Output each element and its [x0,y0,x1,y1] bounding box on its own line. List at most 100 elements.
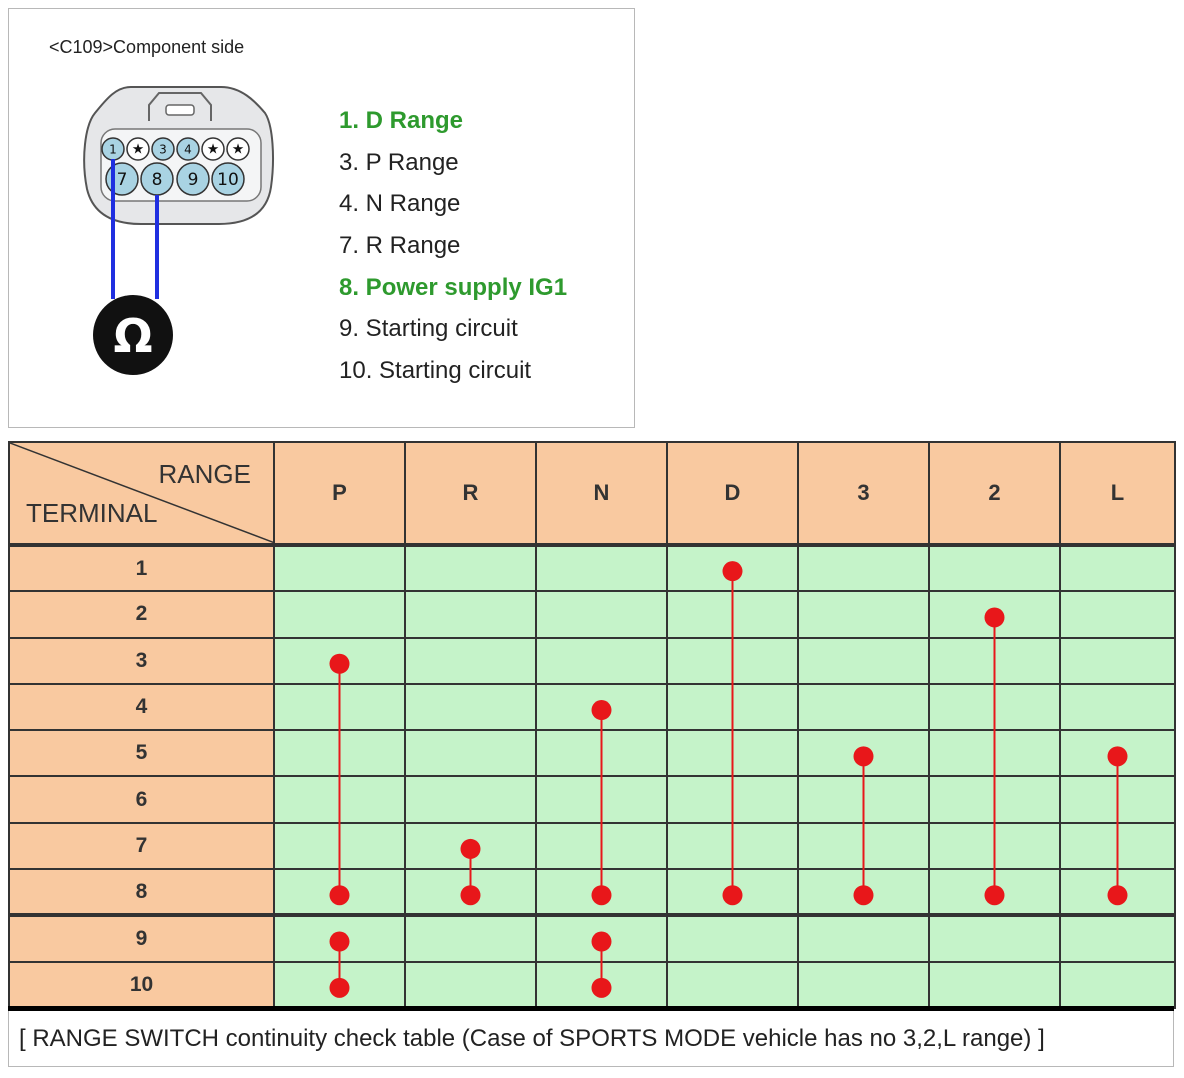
connector-pin-label: 3 [159,143,167,157]
connector-pin-top [176,137,200,161]
continuity-cell [797,775,930,824]
continuity-cell [273,821,406,871]
continuity-cell [928,914,1061,963]
range-header: N [535,441,668,547]
continuity-cell [535,590,668,639]
connector-pin-label: ★ [232,142,245,158]
terminal-row: 9 [8,914,1176,963]
table-caption: [ RANGE SWITCH continuity check table (C… [8,1011,1174,1067]
connector-pin-label: ★ [132,142,145,158]
continuity-cell [666,914,799,963]
continuity-cell [273,682,406,732]
pin-legend-item: 9. Starting circuit [339,315,518,343]
continuity-cell [404,682,537,732]
continuity-cell [273,729,406,778]
continuity-cell [273,543,406,593]
connector-pin-top [201,137,225,161]
range-header: D [666,441,799,547]
continuity-cell [928,590,1061,639]
continuity-cell [404,775,537,824]
connector-pin-label: 10 [217,170,239,190]
continuity-cell [928,729,1061,778]
connector-pin-label: ★ [207,142,220,158]
connector-pin-label: 7 [117,170,128,190]
terminal-label: 2 [8,590,275,639]
continuity-cell [535,868,668,918]
continuity-cell [404,960,537,1010]
continuity-cell [404,729,537,778]
range-header: 2 [928,441,1061,547]
range-header: 3 [797,441,930,547]
continuity-cell [404,821,537,871]
continuity-cell [928,868,1061,918]
connector-pin-top [151,137,175,161]
ohm-symbol: Ω [113,309,152,363]
continuity-cell [797,590,930,639]
continuity-cell [1059,729,1176,778]
continuity-cell [797,960,930,1010]
range-axis-label: RANGE [158,459,251,489]
continuity-cell [928,543,1061,593]
connector-latch [148,92,212,121]
pin-legend-item: 7. R Range [339,232,461,260]
terminal-label: 3 [8,636,275,685]
range-header: P [273,441,406,547]
continuity-cell [797,682,930,732]
continuity-cell [535,543,668,593]
connector-pin-label: 8 [152,170,163,190]
continuity-cell [535,914,668,963]
connector-pin-label: 4 [184,143,192,157]
continuity-cell [1059,914,1176,963]
continuity-cell [535,682,668,732]
table-corner-header: RANGE TERMINAL [8,441,275,547]
terminal-row: 5 [8,729,1176,778]
continuity-cell [666,821,799,871]
continuity-cell [1059,821,1176,871]
continuity-cell [535,821,668,871]
continuity-cell [797,914,930,963]
continuity-cell [928,636,1061,685]
connector-pin-label: 1 [109,143,117,157]
continuity-cell [404,636,537,685]
terminal-label: 10 [8,960,275,1010]
continuity-cell [273,868,406,918]
terminal-row: 8 [8,868,1176,918]
terminal-label: 4 [8,682,275,732]
pin-legend-item: 8. Power supply IG1 [339,273,568,301]
pin-legend-item: 4. N Range [339,190,461,218]
continuity-cell [273,775,406,824]
continuity-cell [404,590,537,639]
continuity-cell [1059,775,1176,824]
connector-pin-bottom [211,162,245,196]
continuity-cell [666,729,799,778]
continuity-cell [928,682,1061,732]
continuity-cell [797,636,930,685]
terminal-row: 7 [8,821,1176,871]
connector-pin-top [126,137,150,161]
terminal-label: 8 [8,868,275,918]
terminal-row: 2 [8,590,1176,639]
continuity-cell [666,775,799,824]
probe-wires [111,159,159,299]
continuity-cell [666,636,799,685]
continuity-cell [666,590,799,639]
pin-legend-item: 3. P Range [339,148,459,176]
connector-pin-bottom [176,162,210,196]
continuity-cell [666,960,799,1010]
continuity-cell [273,914,406,963]
continuity-cell [797,868,930,918]
continuity-cell [666,868,799,918]
terminal-label: 9 [8,914,275,963]
continuity-cell [404,914,537,963]
range-header: L [1059,441,1176,547]
connector-title: <C109>Component side [49,37,245,57]
continuity-cell [797,543,930,593]
terminal-row: 4 [8,682,1176,732]
continuity-cell [1059,636,1176,685]
range-header: R [404,441,537,547]
terminal-row: 1 [8,543,1176,593]
